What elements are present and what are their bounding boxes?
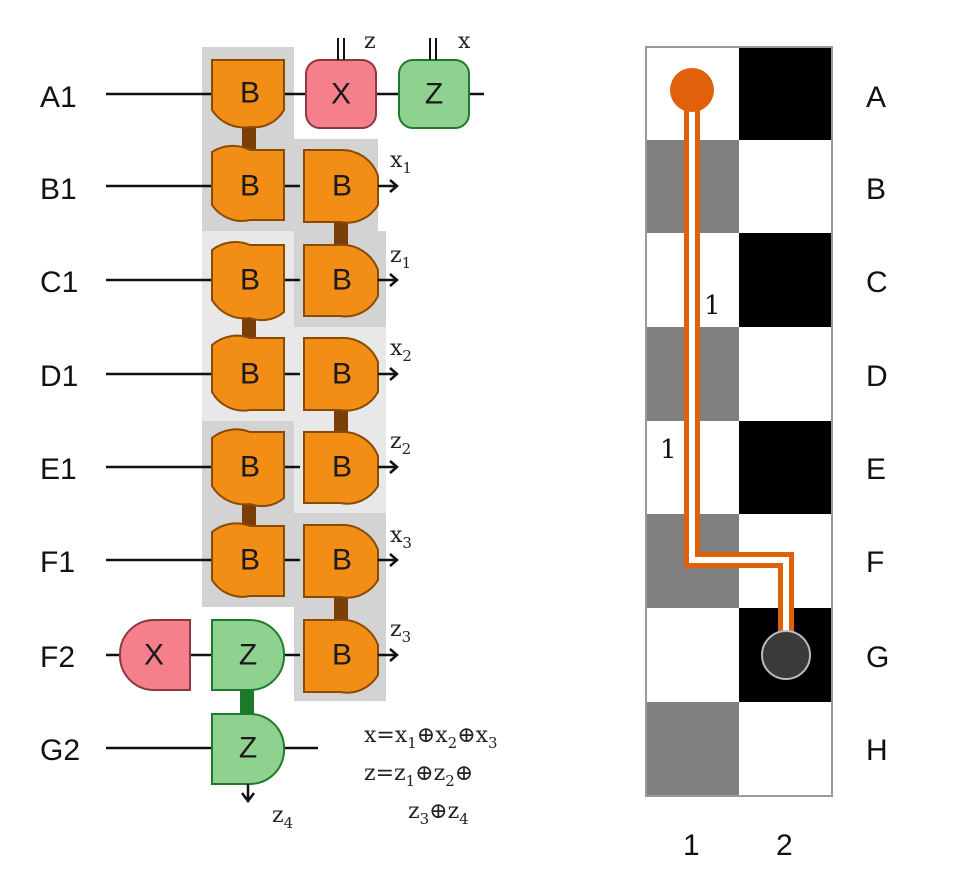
gate-b-f1: B bbox=[211, 522, 285, 598]
svg-text:X: X bbox=[331, 78, 351, 111]
row-label-f1: F1 bbox=[40, 546, 75, 579]
board-cells bbox=[646, 47, 832, 796]
gate-b-c2: B bbox=[303, 243, 379, 318]
output-z2: z2 bbox=[390, 429, 411, 458]
classical-control-lines bbox=[337, 38, 437, 60]
board-col-label-1: 1 bbox=[683, 829, 700, 862]
output-z3: z3 bbox=[390, 617, 411, 646]
gate-b-f2: B bbox=[303, 523, 379, 599]
svg-text:B: B bbox=[332, 358, 352, 391]
board-row-label-h: H bbox=[866, 734, 888, 767]
row-label-a1: A1 bbox=[40, 81, 77, 114]
svg-text:B: B bbox=[332, 544, 352, 577]
svg-text:B: B bbox=[332, 451, 352, 484]
gate-x-f2: X bbox=[118, 619, 191, 691]
gate-z-g2: Z bbox=[211, 713, 286, 786]
row-label-f2: F2 bbox=[40, 641, 75, 674]
board-row-label-a: A bbox=[866, 81, 886, 114]
row-label-e1: E1 bbox=[40, 453, 77, 486]
output-x1: x1 bbox=[390, 148, 412, 177]
row-label-c1: C1 bbox=[40, 266, 78, 299]
svg-text:Z: Z bbox=[425, 78, 443, 111]
board-border bbox=[645, 46, 833, 797]
gate-b-e2: B bbox=[303, 430, 379, 505]
control-label-x: x bbox=[458, 29, 471, 54]
cell-h2 bbox=[739, 702, 832, 796]
circuit-panel: A1 B1 C1 D1 E1 F1 F2 G2 B B bbox=[40, 29, 498, 832]
gate-x-a1: X bbox=[305, 59, 377, 129]
output-arrows bbox=[378, 179, 399, 662]
gate-z-a1: Z bbox=[398, 59, 470, 129]
gate-b-b2: B bbox=[303, 148, 379, 224]
output-z1: z1 bbox=[390, 243, 411, 272]
svg-text:Z: Z bbox=[239, 732, 257, 765]
path-number-label-c: 1 bbox=[704, 291, 721, 321]
board-row-label-e: E bbox=[866, 453, 886, 486]
board-panel: 1 1 A B C D E F G H 1 2 bbox=[645, 46, 889, 862]
gate-z-f2: Z bbox=[211, 619, 286, 691]
svg-text:B: B bbox=[240, 358, 260, 391]
svg-text:B: B bbox=[240, 451, 260, 484]
formula-line2: z=z1⊕z2⊕ bbox=[364, 761, 473, 790]
gate-b-b1: B bbox=[211, 144, 285, 222]
cell-e2 bbox=[739, 421, 832, 514]
path-number-label-e: 1 bbox=[660, 435, 677, 465]
path-route-inner bbox=[689, 93, 789, 655]
svg-text:X: X bbox=[144, 639, 164, 672]
board-row-label-f: F bbox=[866, 546, 884, 579]
gate-b-a1: B bbox=[211, 59, 285, 129]
path-start-marker bbox=[670, 68, 714, 112]
cell-c2 bbox=[739, 233, 832, 327]
row-label-d1: D1 bbox=[40, 360, 78, 393]
cell-d2 bbox=[739, 327, 832, 421]
gate-b-e1: B bbox=[211, 428, 285, 508]
control-label-z: z bbox=[364, 29, 376, 54]
svg-text:B: B bbox=[332, 170, 352, 203]
board-row-label-c: C bbox=[866, 266, 888, 299]
board-row-label-b: B bbox=[866, 173, 886, 206]
gate-b-d1: B bbox=[211, 334, 285, 412]
output-arrow-z4 bbox=[241, 784, 255, 804]
svg-text:B: B bbox=[240, 544, 260, 577]
board-row-label-g: G bbox=[866, 641, 889, 674]
board-col-label-2: 2 bbox=[776, 829, 793, 862]
gate-b-g2: B bbox=[303, 618, 379, 694]
board-row-label-d: D bbox=[866, 360, 888, 393]
output-x2: x2 bbox=[390, 336, 412, 365]
gate-b-d2: B bbox=[303, 336, 379, 412]
svg-text:B: B bbox=[332, 639, 352, 672]
cell-a2 bbox=[739, 47, 832, 140]
link-z-z bbox=[240, 682, 254, 722]
output-z4: z4 bbox=[272, 803, 293, 832]
cell-h1 bbox=[646, 702, 739, 796]
output-x3: x3 bbox=[390, 523, 412, 552]
svg-text:B: B bbox=[240, 170, 260, 203]
row-label-g2: G2 bbox=[40, 734, 80, 767]
svg-text:B: B bbox=[240, 264, 260, 297]
formula-line3: z3⊕z4 bbox=[408, 799, 469, 828]
row-label-b1: B1 bbox=[40, 173, 77, 206]
gate-b-c1: B bbox=[211, 241, 285, 322]
cell-g1 bbox=[646, 608, 739, 702]
svg-text:Z: Z bbox=[239, 639, 257, 672]
svg-text:B: B bbox=[240, 77, 260, 110]
path-end-marker bbox=[761, 630, 811, 680]
cell-b2 bbox=[739, 140, 832, 233]
svg-text:B: B bbox=[332, 264, 352, 297]
formula-line1: x=x1⊕x2⊕x3 bbox=[364, 723, 498, 752]
